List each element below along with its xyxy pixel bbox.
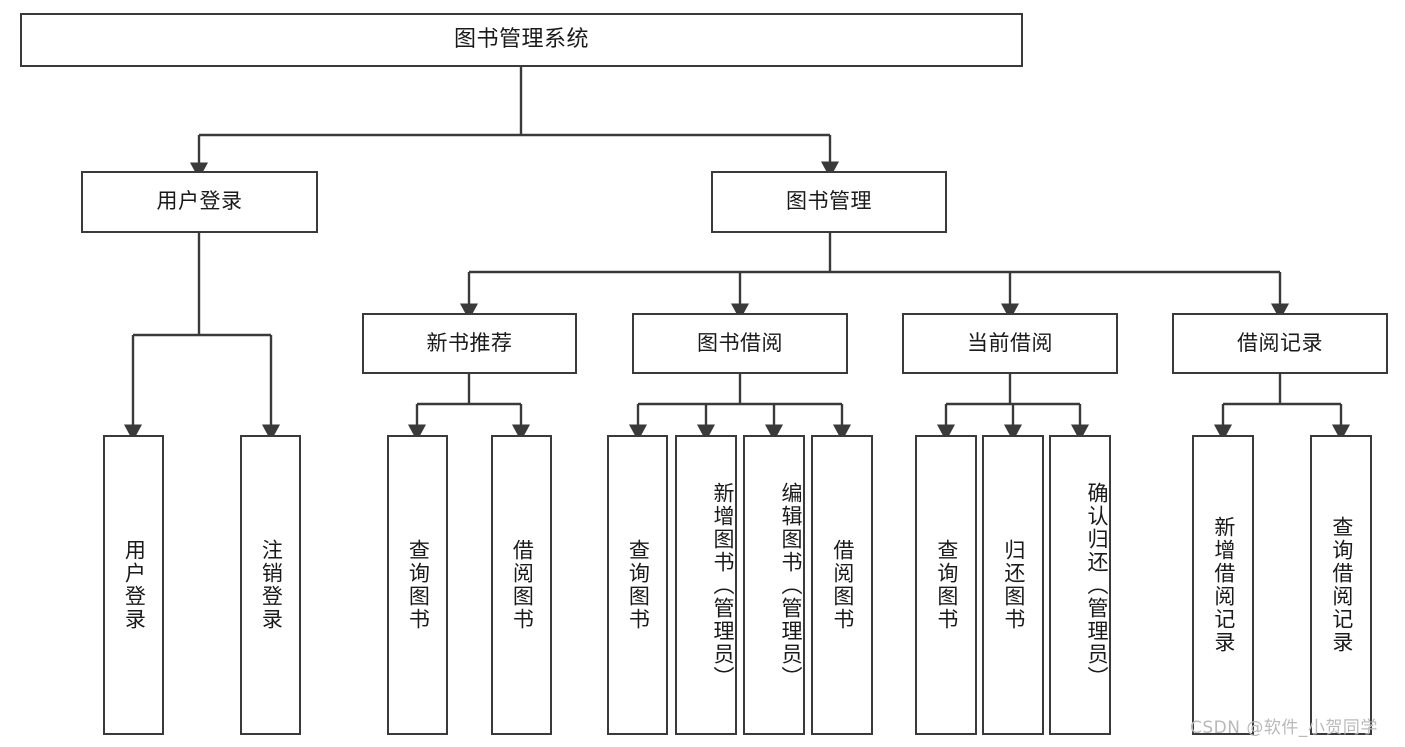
- node-current-borrow[interactable]: 当前借阅: [902, 313, 1118, 374]
- leaf-borrow-edit-book-label: 编辑图书（管理员）: [779, 481, 803, 689]
- leaf-borrow-query-book[interactable]: 查询图书: [607, 435, 668, 735]
- node-user-login[interactable]: 用户登录: [81, 171, 318, 233]
- node-book-management[interactable]: 图书管理: [711, 171, 947, 233]
- leaf-record-query-record-label: 查询借阅记录: [1329, 516, 1354, 654]
- leaf-borrow-add-book[interactable]: 新增图书（管理员）: [675, 435, 737, 735]
- leaf-user-login-login[interactable]: 用户登录: [103, 435, 164, 735]
- leaf-new-book-borrow[interactable]: 借阅图书: [491, 435, 552, 735]
- node-new-book-recommend-label: 新书推荐: [426, 330, 513, 355]
- leaf-record-add-record[interactable]: 新增借阅记录: [1192, 435, 1254, 735]
- leaf-current-return-book-label: 归还图书: [1001, 539, 1026, 631]
- leaf-new-book-borrow-label: 借阅图书: [510, 539, 535, 631]
- leaf-borrow-borrow-book[interactable]: 借阅图书: [811, 435, 873, 735]
- node-user-login-label: 用户登录: [156, 189, 243, 214]
- watermark-text: CSDN @软件_小贺同学: [1190, 718, 1378, 738]
- node-root-system[interactable]: 图书管理系统: [20, 13, 1023, 67]
- leaf-borrow-edit-book[interactable]: 编辑图书（管理员）: [743, 435, 805, 735]
- node-book-borrow[interactable]: 图书借阅: [632, 313, 848, 374]
- leaf-current-return-book[interactable]: 归还图书: [982, 435, 1044, 735]
- leaf-user-login-login-label: 用户登录: [122, 539, 147, 631]
- node-root-system-label: 图书管理系统: [453, 26, 589, 52]
- node-book-borrow-label: 图书借阅: [697, 330, 783, 355]
- leaf-user-login-logout[interactable]: 注销登录: [240, 435, 301, 735]
- node-current-borrow-label: 当前借阅: [967, 330, 1053, 355]
- leaf-record-add-record-label: 新增借阅记录: [1211, 516, 1236, 654]
- leaf-current-query-book[interactable]: 查询图书: [915, 435, 977, 735]
- leaf-new-book-query[interactable]: 查询图书: [387, 435, 448, 735]
- leaf-record-query-record[interactable]: 查询借阅记录: [1310, 435, 1372, 735]
- leaf-borrow-add-book-label: 新增图书（管理员）: [711, 481, 735, 689]
- leaf-current-confirm-return[interactable]: 确认归还（管理员）: [1049, 435, 1111, 735]
- leaf-borrow-borrow-book-label: 借阅图书: [830, 539, 855, 631]
- leaf-new-book-query-label: 查询图书: [406, 539, 431, 631]
- node-new-book-recommend[interactable]: 新书推荐: [362, 313, 577, 374]
- leaf-current-confirm-return-label: 确认归还（管理员）: [1085, 481, 1109, 689]
- node-book-management-label: 图书管理: [786, 189, 872, 214]
- leaf-user-login-logout-label: 注销登录: [259, 539, 284, 631]
- leaf-borrow-query-book-label: 查询图书: [626, 539, 651, 631]
- leaf-current-query-book-label: 查询图书: [934, 539, 959, 631]
- node-borrow-record-label: 借阅记录: [1237, 330, 1323, 355]
- node-borrow-record[interactable]: 借阅记录: [1172, 313, 1388, 374]
